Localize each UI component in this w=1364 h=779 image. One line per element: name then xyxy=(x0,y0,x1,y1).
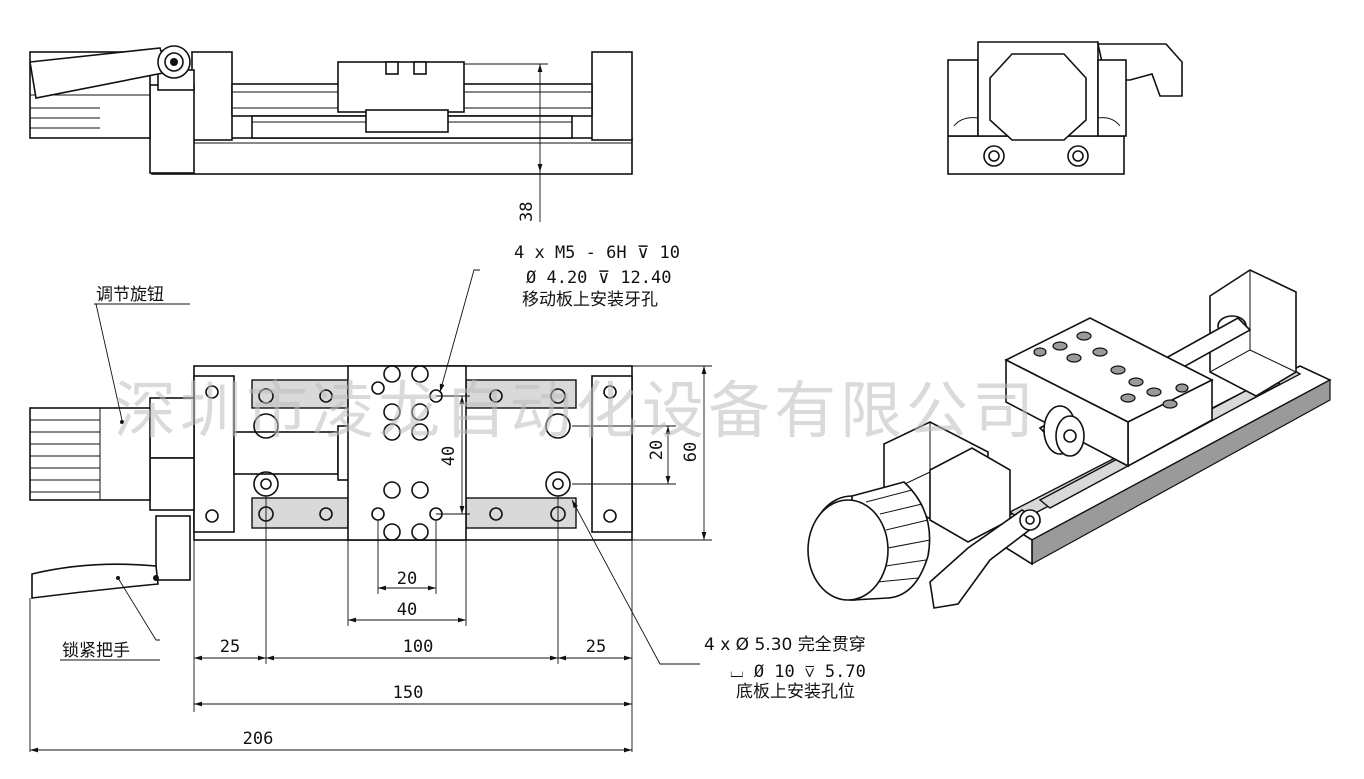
base-holes xyxy=(205,385,617,523)
dim-v-20: 20 xyxy=(647,440,667,460)
base-hole-spec-3: 底板上安装孔位 xyxy=(736,682,855,702)
isometric-view xyxy=(807,269,1332,609)
plan-dimensions xyxy=(29,269,712,753)
dim-h-100: 100 xyxy=(403,637,434,657)
dim-h-40: 40 xyxy=(397,600,417,620)
top-hole-spec-3: 移动板上安装牙孔 xyxy=(522,290,658,310)
dim-h-25-right: 25 xyxy=(586,637,606,657)
side-view xyxy=(29,45,633,222)
plan-view xyxy=(29,365,633,599)
dim-h-150: 150 xyxy=(393,683,424,703)
end-view xyxy=(947,41,1183,175)
iso-carriage-holes xyxy=(1033,331,1189,409)
knob-label: 调节旋钮 xyxy=(96,285,164,305)
dim-h-25-left: 25 xyxy=(220,637,240,657)
base-hole-spec-1: 4 x Ø 5.30 完全贯穿 xyxy=(704,635,866,655)
watermark: 深圳市凌龙自动化设备有限公司 xyxy=(114,374,1038,447)
carriage-holes xyxy=(371,365,443,541)
base-hole-spec-2: ⌴ Ø 10 ⊽ 5.70 xyxy=(730,662,866,682)
top-hole-spec-1: 4 x M5 - 6H ⊽ 10 xyxy=(514,243,680,263)
dim-h-206: 206 xyxy=(243,729,274,749)
dim-38: 38 xyxy=(517,202,537,222)
dim-v-60: 60 xyxy=(681,442,701,462)
handle-label: 锁紧把手 xyxy=(62,641,130,661)
dim-h-20: 20 xyxy=(397,569,417,589)
top-hole-spec-2: Ø 4.20 ⊽ 12.40 xyxy=(526,268,672,288)
dim-v-40: 40 xyxy=(439,446,459,466)
